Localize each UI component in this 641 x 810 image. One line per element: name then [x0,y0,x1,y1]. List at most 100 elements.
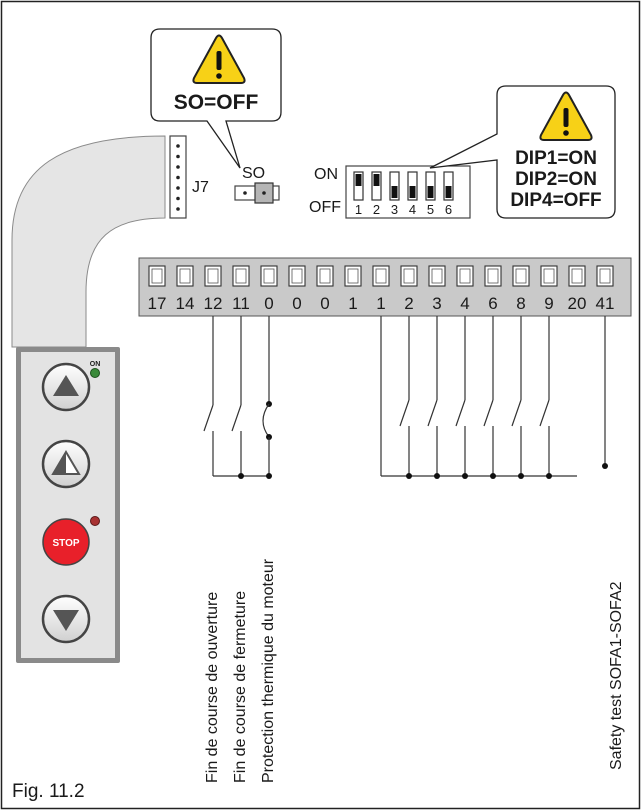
dip-warning-line-1: DIP1=ON [515,148,597,169]
safety-test-dot [602,463,608,469]
connector-j7: J7 [169,135,209,219]
dip-switch-number: 1 [355,202,362,217]
terminal-screw-inner [263,268,275,284]
on-led-indicator [90,368,100,378]
j7-pin [176,196,180,201]
terminal-screw-inner [571,268,583,284]
terminal-screw-inner [375,268,387,284]
j7-pin [176,154,180,159]
open-button[interactable] [41,362,91,412]
j7-pin [176,207,180,211]
terminal-screw [176,265,194,287]
terminal-number: 0 [264,294,273,313]
terminal-number: 9 [544,294,553,313]
terminal-screw [568,265,586,287]
terminal-screw [428,265,446,287]
terminal-screw [204,265,222,287]
terminal-number: 17 [148,294,167,313]
j7-pin [176,144,180,148]
terminal-screw [596,265,614,287]
j7-pin [176,165,180,169]
terminal-number: 14 [176,294,195,313]
terminal-screw [232,265,250,287]
terminal-screw [540,265,558,287]
terminal-number: 4 [460,294,469,313]
terminal-screw-inner [431,268,443,284]
junction-dot [518,473,524,479]
step-button[interactable] [41,439,91,489]
switch-contact [427,399,438,427]
terminal-screw-inner [347,268,359,284]
terminal-number: 3 [432,294,441,313]
close-button[interactable] [41,594,91,644]
terminal-number: 41 [596,294,615,313]
terminal-screw [260,265,278,287]
dip-switch-number: 4 [409,202,416,217]
warning-triangle-icon [192,34,246,84]
dip-switch-number: 2 [373,202,380,217]
dip-switch-lever [373,174,380,186]
warning-triangle-icon [539,91,593,141]
terminal-screw-inner [291,268,303,284]
terminal-screw-inner [403,268,415,284]
so-pin [243,191,247,195]
switch-contact [203,404,214,432]
terminal-screw-inner [207,268,219,284]
stop-led-indicator [90,516,100,526]
junction-dot [490,473,496,479]
dip-switch-lever [427,186,434,198]
terminal-number: 12 [204,294,223,313]
terminal-screw [316,265,334,287]
terminal-screw [512,265,530,287]
terminal-number: 2 [404,294,413,313]
terminal-number: 0 [320,294,329,313]
wiring-label-opening-limit: Fin de course de ouverture [204,592,221,783]
dip-switch-lever [391,186,398,198]
stop-button-label: STOP [52,538,79,549]
stop-button[interactable]: STOP [42,518,90,566]
so-callout-bubble [150,28,282,169]
junction-dot [406,473,412,479]
junction-dot [238,473,244,479]
so-warning-callout: SO=OFF [150,28,282,169]
terminal-screw-inner [459,268,471,284]
junction-dot [266,473,272,479]
terminal-screw-inner [515,268,527,284]
wiring-label-safety-test: Safety test SOFA1-SOFA2 [608,581,625,770]
terminal-screw [400,265,418,287]
ribbon-cable [11,135,166,348]
terminal-screw-inner [319,268,331,284]
dip-switch-number: 5 [427,202,434,217]
dip-warning-line-2: DIP2=ON [515,169,597,190]
wiring [203,316,608,479]
terminal-screw [148,265,166,287]
dip-switch-number: 3 [391,202,398,217]
terminal-screw-inner [235,268,247,284]
dip-switch-lever [445,186,452,198]
wiring-label-closing-limit: Fin de course de fermeture [232,591,249,783]
so-label: SO [242,165,265,182]
junction-dot [434,473,440,479]
terminal-screw-inner [487,268,499,284]
terminal-screw-inner [179,268,191,284]
j7-pin [176,175,180,180]
terminal-number: 11 [232,294,250,313]
junction-dot [462,473,468,479]
terminal-number: 0 [292,294,301,313]
dip-warning-line-3: DIP4=OFF [510,190,601,211]
thermal-protector [262,403,270,438]
dip-warning-callout: DIP1=ON DIP2=ON DIP4=OFF [429,85,616,219]
terminal-screw [484,265,502,287]
on-indicator-label: ON [90,361,101,368]
dip-on-label: ON [314,166,338,183]
triangle-up-icon [53,375,79,396]
dip-switch-number: 6 [445,202,452,217]
so-pin [262,191,266,195]
terminal-screw-inner [543,268,555,284]
switch-contact [399,399,410,427]
switch-contact [483,399,494,427]
j7-pin [176,186,180,190]
so-warning-text: SO=OFF [174,91,259,114]
